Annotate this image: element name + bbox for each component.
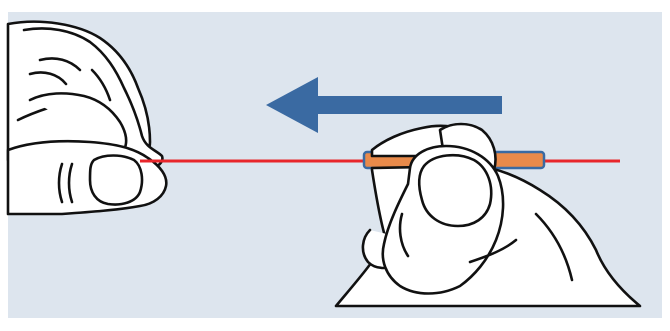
threading-diagram: [0, 0, 670, 331]
